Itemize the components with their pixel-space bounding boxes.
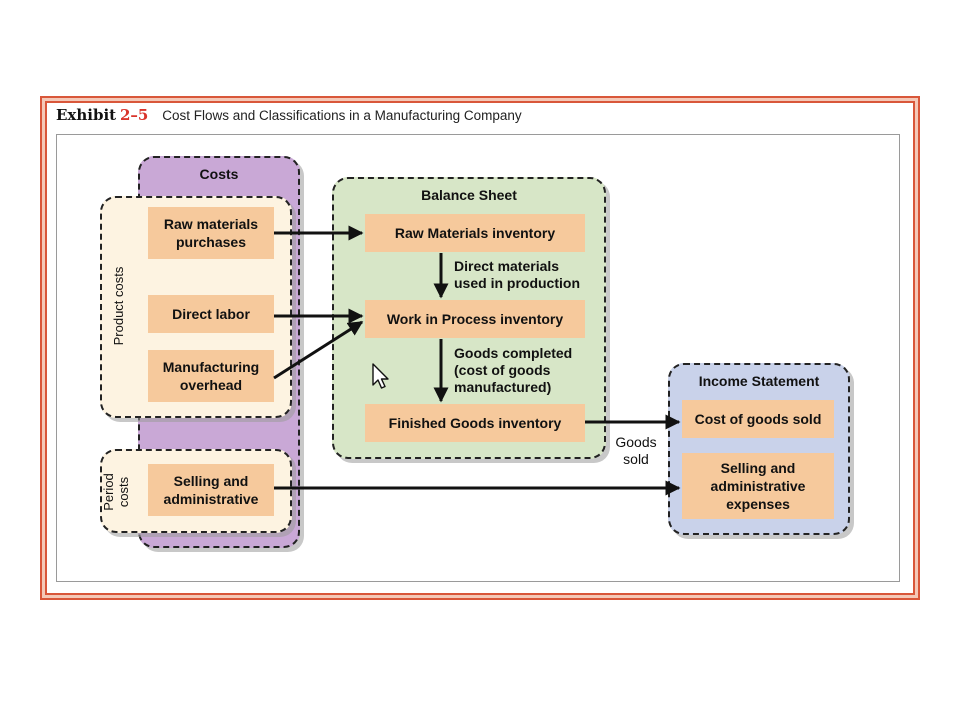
raw-materials-purchases-box: Raw materials purchases — [148, 207, 274, 259]
direct-labor-box: Direct labor — [148, 295, 274, 333]
selling-administrative-box: Selling and administrative — [148, 464, 274, 516]
selling-admin-expenses-box: Selling and administrative expenses — [682, 453, 834, 519]
exhibit-number: 2–5 — [120, 106, 149, 124]
raw-materials-inventory-box: Raw Materials inventory — [365, 214, 585, 252]
direct-materials-flow-label: Direct materials used in production — [454, 258, 580, 291]
finished-goods-inventory-box: Finished Goods inventory — [365, 404, 585, 442]
goods-completed-flow-label: Goods completed (cost of goods manufactu… — [454, 345, 573, 395]
balance-sheet-title: Balance Sheet — [421, 187, 517, 203]
cost-of-goods-sold-box: Cost of goods sold — [682, 400, 834, 438]
exhibit-word: Exhibit — [56, 106, 117, 124]
income-statement-title: Income Statement — [698, 373, 820, 389]
mouse-pointer-icon — [372, 363, 389, 389]
exhibit-caption: Cost Flows and Classifications in a Manu… — [162, 108, 522, 123]
goods-sold-label: Goods sold — [615, 434, 657, 467]
product-costs-label: Product costs — [111, 266, 126, 346]
period-costs-label: Period costs — [101, 473, 131, 511]
costs-title: Costs — [199, 166, 239, 182]
exhibit-header: Exhibit 2–5 Cost Flows and Classificatio… — [56, 106, 522, 124]
manufacturing-overhead-box: Manufacturing overhead — [148, 350, 274, 402]
work-in-process-inventory-box: Work in Process inventory — [365, 300, 585, 338]
